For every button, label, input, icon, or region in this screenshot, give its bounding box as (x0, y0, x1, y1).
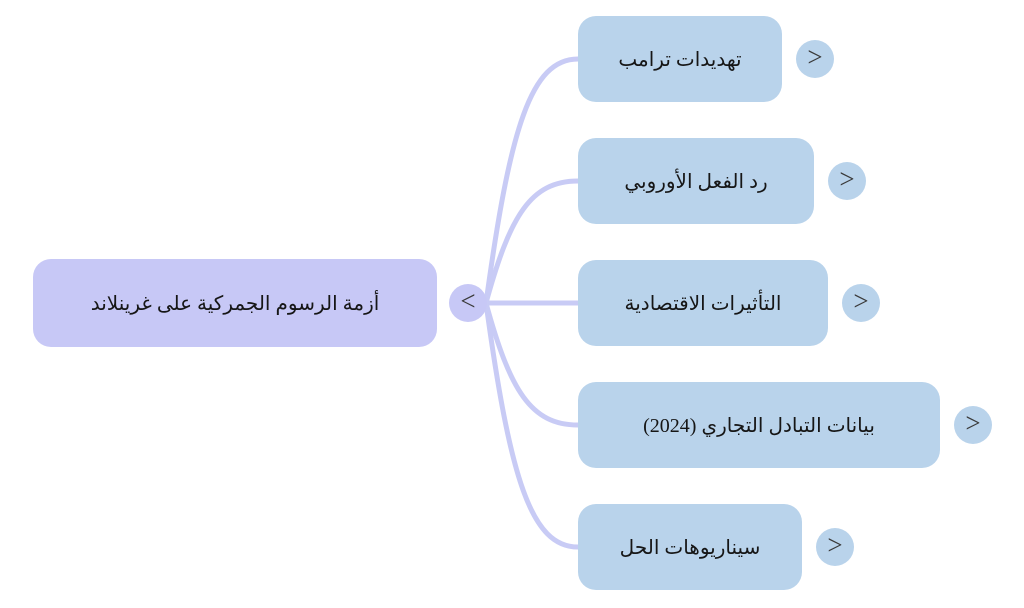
node-label: التأثيرات الاقتصادية (624, 292, 782, 315)
link-path (483, 56, 581, 306)
node-label: أزمة الرسوم الجمركية على غرينلاند (90, 292, 380, 315)
child-expand-toggle[interactable]: > (796, 40, 834, 78)
link-path (483, 300, 581, 550)
chevron-left-icon: < (460, 285, 476, 316)
chevron-right-icon: > (839, 163, 855, 194)
chevron-right-icon: > (853, 285, 869, 316)
chevron-right-icon: > (827, 529, 843, 560)
link-path (483, 300, 581, 428)
chevron-right-icon: > (807, 41, 823, 72)
mindmap-node-child[interactable]: رد الفعل الأوروبي (578, 138, 814, 224)
chevron-right-icon: > (965, 407, 981, 438)
node-label: تهديدات ترامب (618, 48, 742, 71)
link-path (483, 178, 581, 306)
root-collapse-toggle[interactable]: < (449, 284, 487, 322)
mindmap-node-root[interactable]: أزمة الرسوم الجمركية على غرينلاند (33, 259, 437, 347)
mindmap-node-child[interactable]: تهديدات ترامب (578, 16, 782, 102)
node-label: سيناريوهات الحل (619, 536, 761, 559)
mindmap-node-child[interactable]: بيانات التبادل التجاري (2024) (578, 382, 940, 468)
mindmap-node-child[interactable]: سيناريوهات الحل (578, 504, 802, 590)
node-label: رد الفعل الأوروبي (624, 170, 768, 193)
child-expand-toggle[interactable]: > (816, 528, 854, 566)
mindmap-node-child[interactable]: التأثيرات الاقتصادية (578, 260, 828, 346)
child-expand-toggle[interactable]: > (842, 284, 880, 322)
child-expand-toggle[interactable]: > (954, 406, 992, 444)
node-label: بيانات التبادل التجاري (2024) (643, 414, 875, 437)
child-expand-toggle[interactable]: > (828, 162, 866, 200)
